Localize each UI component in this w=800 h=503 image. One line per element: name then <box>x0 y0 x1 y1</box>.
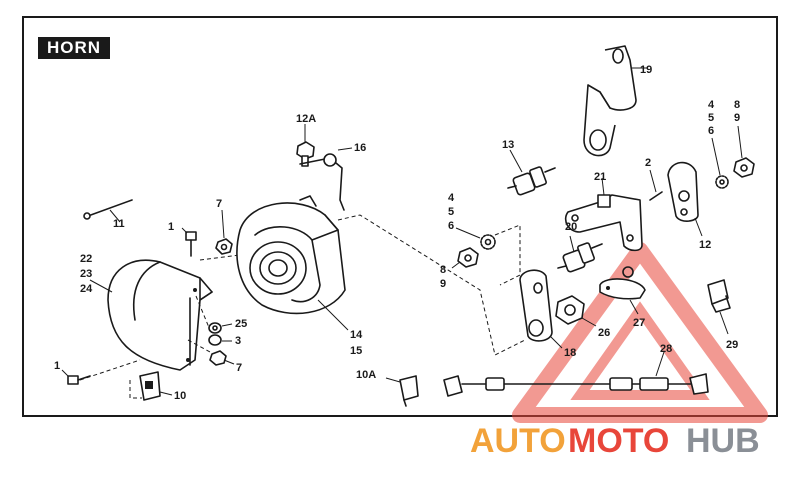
callout-19: 19 <box>640 64 652 76</box>
diagram-title: HORN <box>38 37 110 59</box>
callout-27: 27 <box>633 317 645 329</box>
callout-9a: 9 <box>440 278 446 290</box>
callout-12a: 12A <box>296 113 316 125</box>
callout-4b: 4 <box>708 99 715 111</box>
callout-7b: 7 <box>236 362 242 374</box>
callout-18: 18 <box>564 347 576 359</box>
callout-6b: 6 <box>708 125 714 137</box>
part-25-washer <box>208 322 233 334</box>
callout-5a: 5 <box>448 206 454 218</box>
part-14-15-horn <box>236 195 349 331</box>
part-22-24-horn-cover <box>89 259 213 371</box>
callout-13: 13 <box>502 139 514 151</box>
callout-12: 12 <box>699 239 711 251</box>
callout-22: 22 <box>80 253 92 265</box>
part-13-mount <box>507 149 556 196</box>
callout-26: 26 <box>598 327 610 339</box>
part-3-lockwasher <box>208 334 232 346</box>
part-27-clamp <box>599 266 646 315</box>
callout-3: 3 <box>235 335 241 347</box>
part-7-nut-lower <box>209 350 235 366</box>
part-10-clip <box>129 371 173 401</box>
part-19-bracket <box>583 45 648 157</box>
callout-8b: 8 <box>734 99 740 111</box>
part-7-nut <box>215 209 233 255</box>
part-28-wire-harness <box>443 351 709 397</box>
watermark-text: AUTO MOTO HUB <box>470 422 760 460</box>
part-18-plate <box>519 269 563 349</box>
callout-15: 15 <box>350 345 362 357</box>
watermark-logo-icon <box>512 242 768 423</box>
part-4-6-washer-right <box>711 137 729 189</box>
part-29-connector <box>707 279 731 335</box>
callout-28: 28 <box>660 343 672 355</box>
callout-8a: 8 <box>440 264 446 276</box>
watermark-part-auto: AUTO <box>470 422 566 460</box>
part-26-nut <box>555 295 597 327</box>
callout-5b: 5 <box>708 112 714 124</box>
callout-23: 23 <box>80 268 92 280</box>
watermark-part-hub: HUB <box>686 422 760 460</box>
part-8-9-nut-left <box>451 247 479 269</box>
callout-29: 29 <box>726 339 738 351</box>
part-12-clamp <box>667 161 703 237</box>
part-2-screw <box>649 169 663 201</box>
part-1-screw <box>181 227 197 257</box>
part-20-mount <box>557 235 603 273</box>
callout-14: 14 <box>350 329 363 341</box>
part-10a-connector <box>385 375 419 407</box>
callout-2: 2 <box>645 157 651 169</box>
callout-6a: 6 <box>448 220 454 232</box>
part-12a-nut <box>296 124 315 167</box>
callout-1a: 1 <box>168 221 174 233</box>
callout-16: 16 <box>354 142 366 154</box>
callout-10a: 10A <box>356 369 376 381</box>
part-21-bracket <box>564 177 643 252</box>
callout-7a: 7 <box>216 198 222 210</box>
part-16-terminal <box>299 147 353 211</box>
part-1-screw-lower <box>61 369 91 385</box>
diagram-frame <box>22 16 778 417</box>
callout-4a: 4 <box>448 192 455 204</box>
callout-9b: 9 <box>734 112 740 124</box>
callout-10: 10 <box>174 390 186 402</box>
part-11-bolt <box>83 199 133 223</box>
callout-11: 11 <box>113 218 125 230</box>
callout-1b: 1 <box>54 360 60 372</box>
callout-24: 24 <box>80 283 93 295</box>
callout-20: 20 <box>565 221 577 233</box>
part-8-9-nut-right <box>733 125 755 178</box>
callout-21: 21 <box>594 171 606 183</box>
callout-25: 25 <box>235 318 247 330</box>
part-4-6-washer-left <box>455 227 496 250</box>
watermark-part-moto: MOTO <box>568 422 669 460</box>
